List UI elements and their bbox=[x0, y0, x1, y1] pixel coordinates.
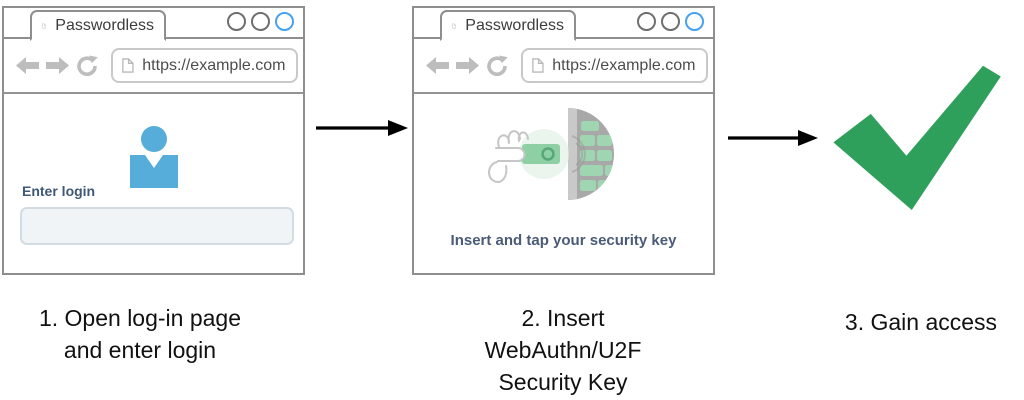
window-control-circle[interactable] bbox=[227, 12, 246, 31]
browser-window-login: Passwordless bbox=[2, 6, 305, 275]
caption-line: Security Key bbox=[498, 369, 628, 395]
url-text: https://example.com bbox=[142, 56, 286, 74]
reload-icon[interactable] bbox=[486, 55, 508, 77]
window-control-circle-active[interactable] bbox=[275, 12, 294, 31]
flow-arrow-2 bbox=[728, 130, 818, 146]
window-controls bbox=[227, 12, 294, 31]
browser-tab[interactable]: Passwordless bbox=[30, 10, 166, 41]
caption-step-3: 3. Gain access bbox=[818, 306, 1024, 338]
caption-line: 1. Open log-in page bbox=[38, 305, 242, 331]
caption-line: 2. Insert bbox=[521, 305, 605, 331]
security-key-prompt-content: Insert and tap your security key bbox=[414, 94, 713, 268]
page-icon bbox=[532, 58, 544, 73]
back-icon[interactable] bbox=[426, 57, 449, 74]
login-input[interactable] bbox=[20, 207, 294, 245]
forward-icon[interactable] bbox=[456, 57, 479, 74]
page-icon bbox=[42, 23, 47, 28]
url-text: https://example.com bbox=[552, 56, 696, 74]
address-bar[interactable]: https://example.com bbox=[111, 48, 299, 83]
page-icon bbox=[452, 23, 457, 28]
window-controls bbox=[637, 12, 704, 31]
window-control-circle[interactable] bbox=[251, 12, 270, 31]
laptop-edge bbox=[567, 108, 577, 200]
caption-step-1: 1. Open log-in page and enter login bbox=[0, 302, 280, 366]
address-bar[interactable]: https://example.com bbox=[521, 48, 709, 83]
browser-tab-bar: Passwordless bbox=[414, 8, 713, 41]
tab-title: Passwordless bbox=[465, 16, 564, 34]
browser-toolbar: https://example.com bbox=[414, 39, 713, 94]
browser-tab[interactable]: Passwordless bbox=[440, 10, 576, 41]
caption-line: WebAuthn/U2F bbox=[484, 337, 642, 363]
window-control-circle[interactable] bbox=[637, 12, 656, 31]
browser-tab-bar: Passwordless bbox=[4, 8, 303, 41]
window-control-circle[interactable] bbox=[661, 12, 680, 31]
security-key-illustration bbox=[487, 108, 614, 200]
browser-window-security-key: Passwordless bbox=[412, 6, 715, 275]
back-icon[interactable] bbox=[16, 57, 39, 74]
tab-title: Passwordless bbox=[55, 16, 154, 34]
security-key-message: Insert and tap your security key bbox=[450, 232, 677, 249]
caption-step-2: 2. Insert WebAuthn/U2F Security Key bbox=[432, 302, 694, 398]
window-control-circle-active[interactable] bbox=[685, 12, 704, 31]
page-icon bbox=[122, 58, 134, 73]
login-label: Enter login bbox=[22, 183, 96, 199]
caption-line: and enter login bbox=[63, 337, 217, 363]
login-page-content: Enter login bbox=[4, 94, 303, 268]
forward-icon[interactable] bbox=[46, 57, 69, 74]
browser-toolbar: https://example.com bbox=[4, 39, 303, 94]
checkmark-icon bbox=[833, 65, 1001, 210]
user-icon bbox=[129, 126, 178, 188]
caption-line: 3. Gain access bbox=[844, 309, 998, 335]
reload-icon[interactable] bbox=[76, 55, 98, 77]
tap-ripples bbox=[571, 135, 586, 173]
hand-icon bbox=[487, 130, 529, 183]
flow-arrow-1 bbox=[316, 120, 408, 136]
